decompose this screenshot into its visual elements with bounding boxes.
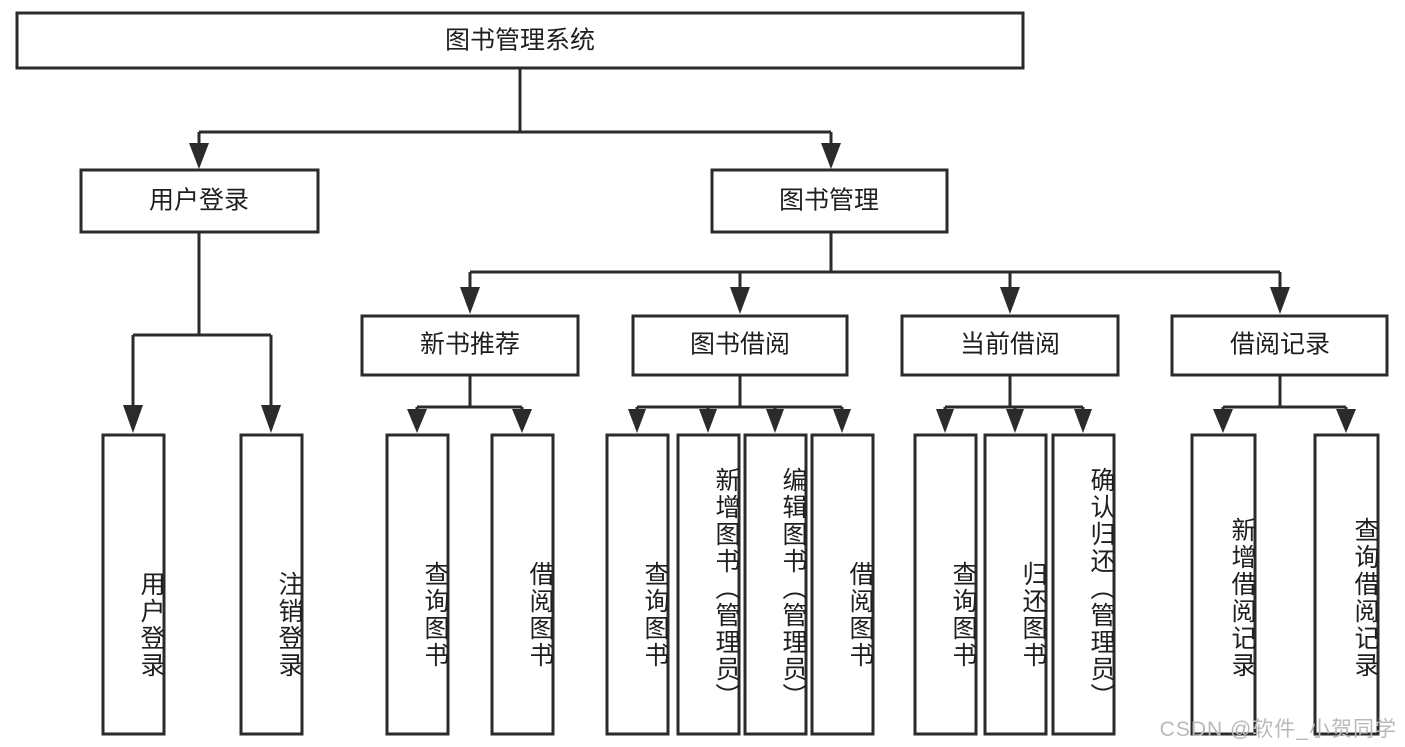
connector-group-new-book-recommend — [407, 375, 532, 433]
node-current-borrow-label: 当前借阅 — [960, 331, 1060, 359]
leaf-box-logout-login[interactable] — [239, 433, 304, 736]
leaf-box-query-book-recommend[interactable] — [385, 433, 450, 736]
node-root-box[interactable] — [15, 11, 1025, 70]
leaf-box-query-book-current[interactable] — [913, 433, 978, 736]
arrow-head-book-manage — [821, 143, 841, 169]
node-book-management-box[interactable] — [710, 168, 949, 234]
leaf-box-query-borrow-record[interactable] — [1313, 433, 1380, 736]
connector-group-book-manage — [460, 232, 1290, 314]
arrow-head-user-login-leaf-1 — [123, 405, 143, 433]
node-user-login-box[interactable] — [79, 168, 320, 234]
node-book-borrow-label: 图书借阅 — [690, 331, 790, 359]
node-new-book-recommend[interactable]: 新书推荐 — [360, 314, 580, 377]
arrow-head-user-login-leaf-2 — [261, 405, 281, 433]
connector-group-root — [189, 68, 841, 169]
node-new-book-recommend-box[interactable] — [360, 314, 580, 377]
arrow-head-book-borrow-leaf-3 — [766, 409, 784, 433]
connector-group-borrow-record — [1213, 375, 1356, 433]
arrow-head-borrow-record-leaf-1 — [1213, 409, 1233, 433]
leaf-box-borrow-book-recommend[interactable] — [490, 433, 555, 736]
node-root-book-management-system[interactable]: 图书管理系统 — [15, 11, 1025, 70]
leaf-box-confirm-return-admin[interactable] — [1051, 433, 1116, 736]
watermark-credit: CSDN @软件_小贺同学 — [1159, 718, 1397, 741]
connector-group-user-login — [123, 232, 281, 433]
node-borrow-record-box[interactable] — [1170, 314, 1389, 377]
node-new-book-recommend-label: 新书推荐 — [420, 331, 520, 359]
arrow-head-current-borrow-leaf-2 — [1006, 409, 1024, 433]
node-book-borrow-box[interactable] — [631, 314, 849, 377]
node-borrow-record-label: 借阅记录 — [1230, 331, 1330, 359]
node-user-login[interactable]: 用户登录 — [79, 168, 320, 234]
leaf-box-user-login[interactable] — [101, 433, 166, 736]
leaf-box-add-book-admin[interactable] — [676, 433, 741, 736]
arrow-head-book-borrow-leaf-2 — [699, 409, 717, 433]
arrow-head-current-borrow — [1000, 287, 1020, 314]
leaf-box-return-book[interactable] — [983, 433, 1048, 736]
connector-group-current-borrow — [936, 375, 1092, 433]
leaf-box-add-borrow-record[interactable] — [1190, 433, 1257, 736]
leaf-box-query-book-borrow[interactable] — [605, 433, 670, 736]
arrow-head-new-book-recommend — [460, 287, 480, 314]
node-book-management-label: 图书管理 — [779, 187, 879, 215]
leaf-box-edit-book-admin[interactable] — [743, 433, 808, 736]
arrow-head-book-borrow-leaf-1 — [628, 409, 646, 433]
node-root-label: 图书管理系统 — [445, 27, 595, 55]
arrow-head-book-borrow — [730, 287, 750, 314]
arrow-head-current-borrow-leaf-1 — [936, 409, 954, 433]
node-current-borrow[interactable]: 当前借阅 — [900, 314, 1120, 377]
node-current-borrow-box[interactable] — [900, 314, 1120, 377]
node-borrow-record[interactable]: 借阅记录 — [1170, 314, 1389, 377]
arrow-head-borrow-record — [1270, 287, 1290, 314]
arrow-head-book-borrow-leaf-4 — [833, 409, 851, 433]
connector-group-book-borrow — [628, 375, 851, 433]
arrow-head-new-book-leaf-2 — [512, 409, 532, 433]
arrow-head-current-borrow-leaf-3 — [1074, 409, 1092, 433]
arrow-head-borrow-record-leaf-2 — [1336, 409, 1356, 433]
node-user-login-label: 用户登录 — [149, 187, 249, 215]
leaf-box-borrow-book[interactable] — [810, 433, 875, 736]
arrow-head-new-book-leaf-1 — [407, 409, 427, 433]
node-book-management[interactable]: 图书管理 — [710, 168, 949, 234]
arrow-head-user-login — [189, 143, 209, 169]
node-book-borrow[interactable]: 图书借阅 — [631, 314, 849, 377]
